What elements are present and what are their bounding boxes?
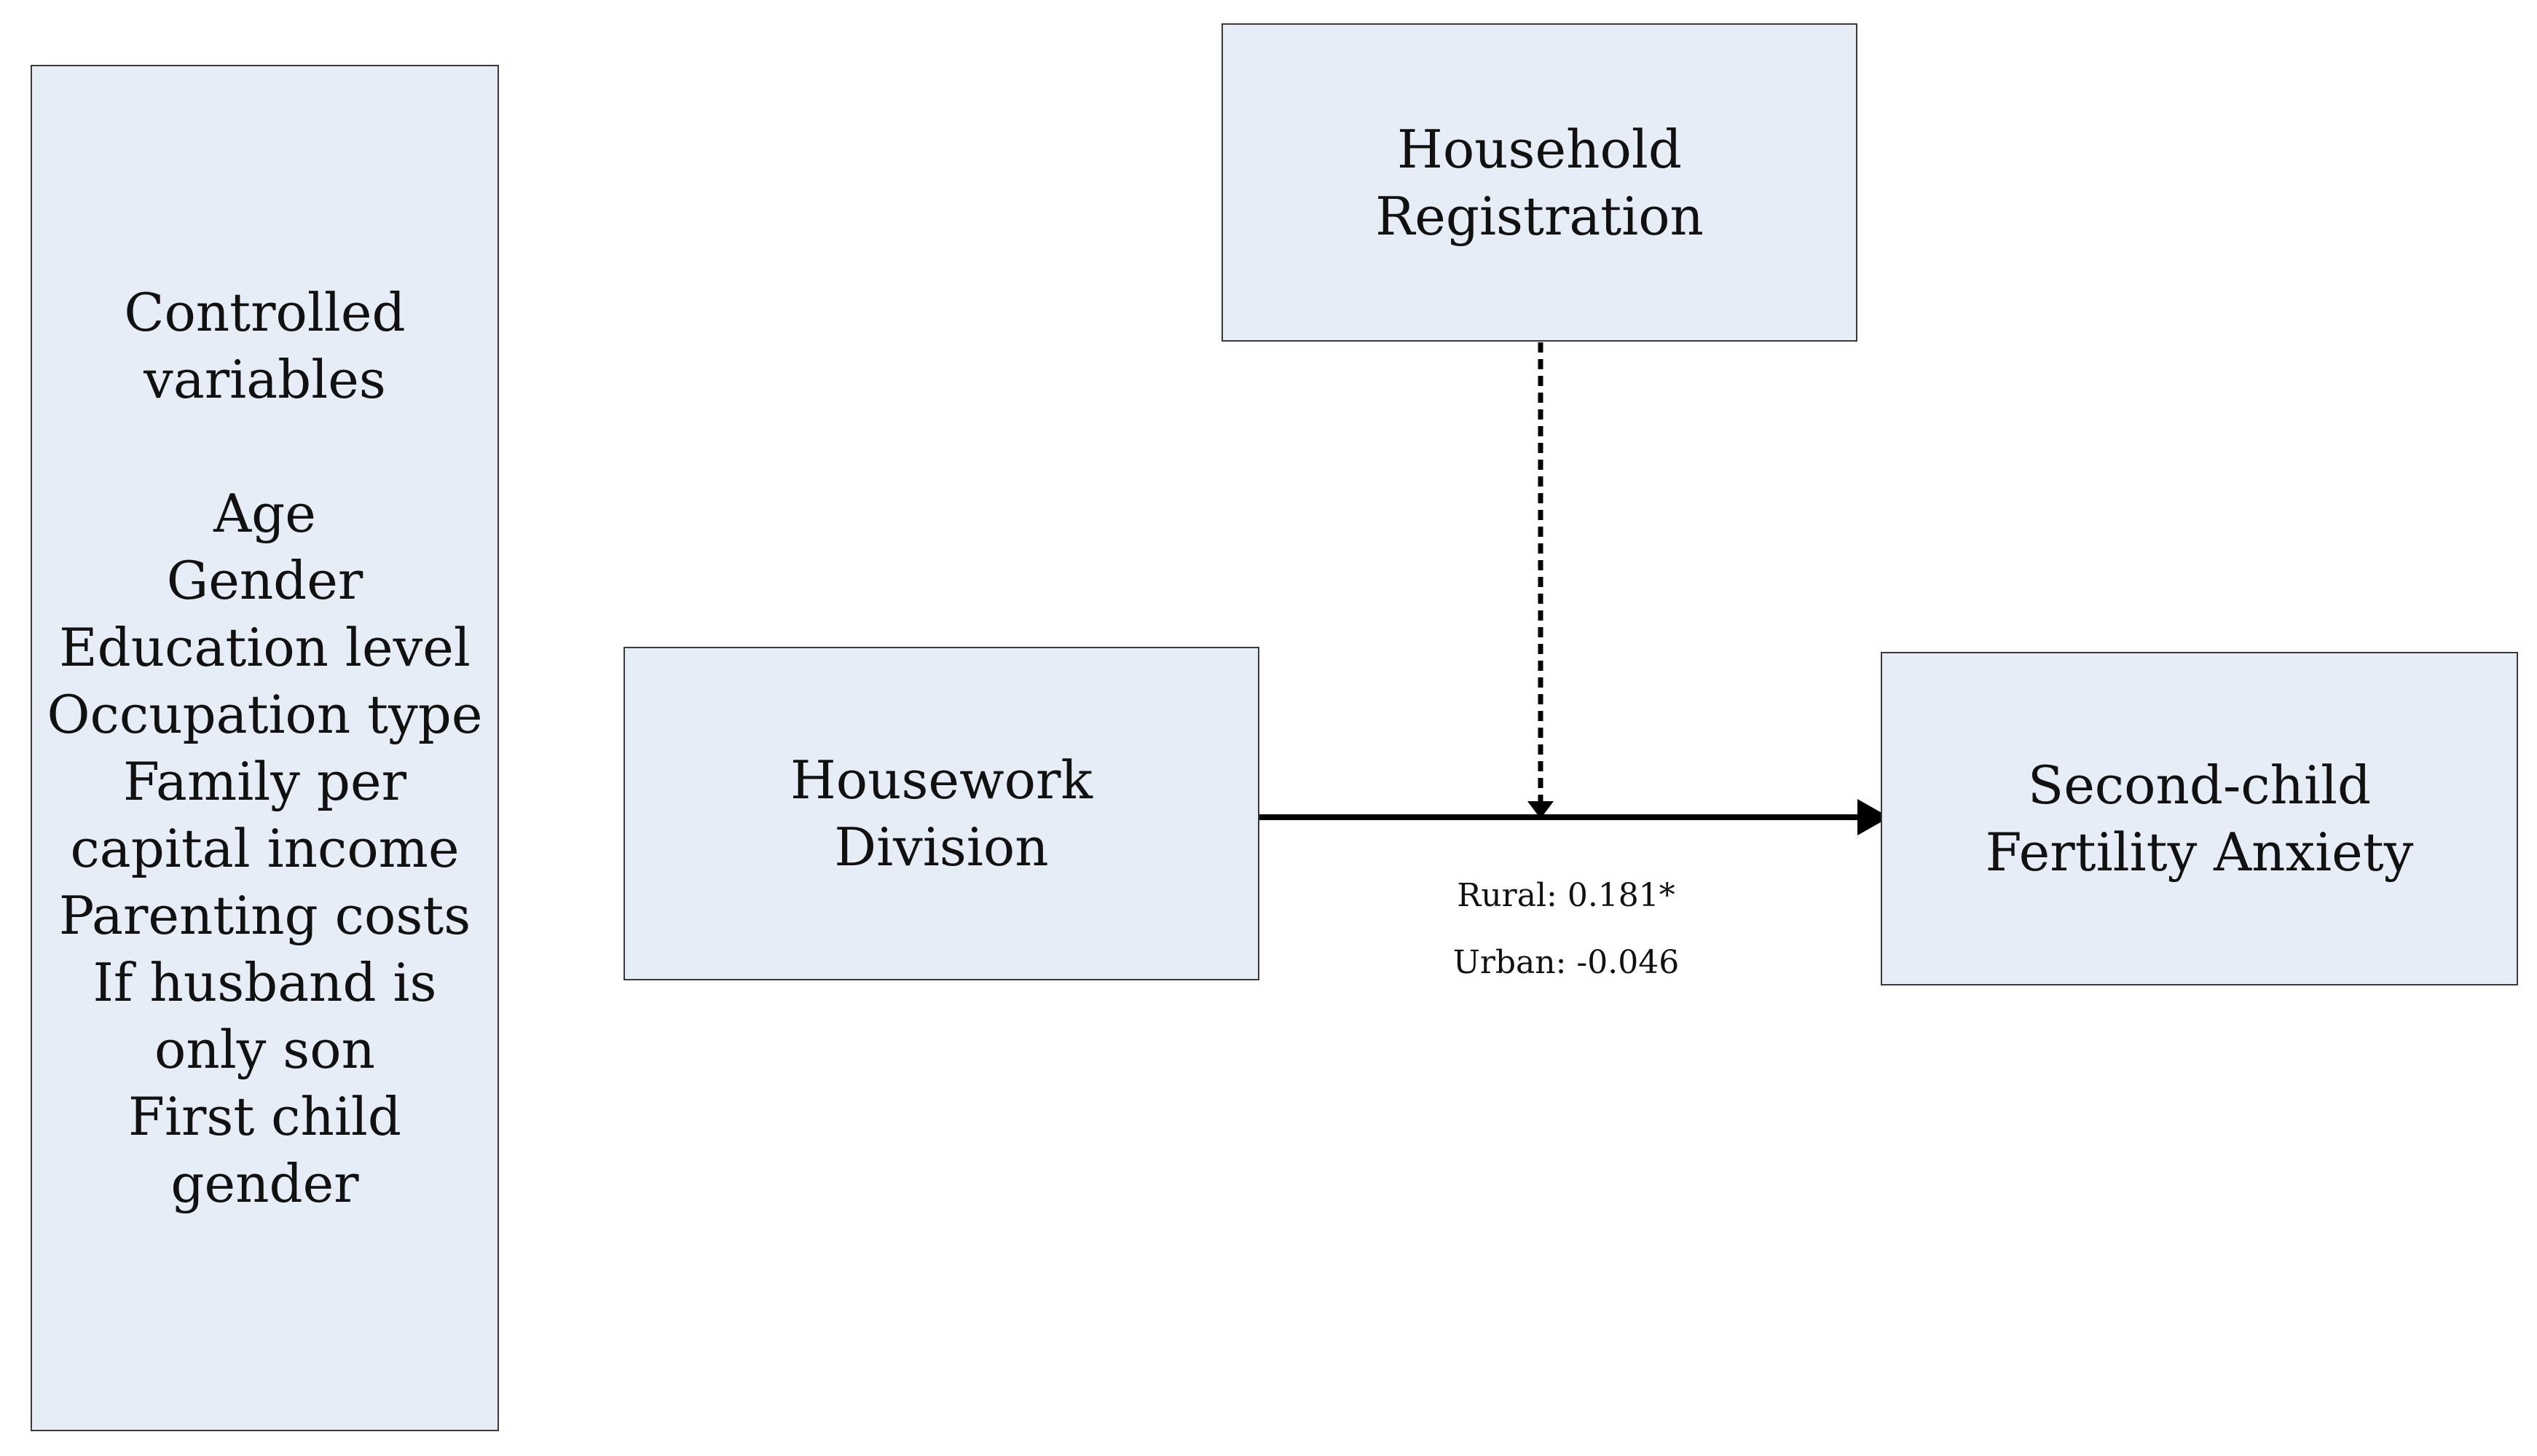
independent-label-line: Housework — [790, 749, 1093, 811]
controls-title: Controlled variables — [124, 279, 405, 413]
controls-title-line: Controlled — [124, 282, 406, 343]
household-registration-box: Household Registration — [1222, 23, 1857, 342]
control-item-only-son-line1: If husband is — [93, 952, 437, 1013]
moderator-label-line: Household — [1397, 118, 1682, 180]
control-item-education: Education level — [59, 617, 471, 678]
dependent-label-line: Fertility Anxiety — [1985, 822, 2414, 883]
moderation-arrowhead — [1527, 801, 1554, 819]
independent-label-line: Division — [834, 816, 1049, 878]
moderator-label: Household Registration — [1375, 116, 1704, 250]
control-item-first-child-line2: gender — [170, 1153, 359, 1214]
controlled-variables-box: Controlled variables Age Gender Educatio… — [31, 65, 499, 1431]
control-item-parenting-costs: Parenting costs — [58, 885, 471, 946]
rural-coefficient-label: Rural: 0.181* — [1457, 877, 1675, 914]
control-item-age: Age — [213, 483, 316, 544]
independent-label: Housework Division — [790, 747, 1093, 881]
fertility-anxiety-box: Second-child Fertility Anxiety — [1881, 652, 2518, 985]
urban-coefficient-label: Urban: -0.046 — [1452, 944, 1680, 981]
control-item-first-child-line1: First child — [127, 1086, 401, 1147]
control-item-gender: Gender — [166, 550, 363, 611]
dependent-label-line: Second-child — [2027, 755, 2372, 816]
controls-title-line: variables — [143, 349, 386, 410]
control-item-only-son-line2: only son — [154, 1019, 375, 1080]
moderator-label-line: Registration — [1375, 185, 1704, 247]
control-item-income-line2: capital income — [70, 818, 460, 879]
control-item-income-line1: Family per — [122, 751, 406, 812]
controls-list: Age Gender Education level Occupation ty… — [47, 480, 483, 1217]
housework-division-box: Housework Division — [624, 647, 1259, 980]
dependent-label: Second-child Fertility Anxiety — [1986, 752, 2414, 886]
control-item-occupation: Occupation type — [47, 684, 483, 745]
